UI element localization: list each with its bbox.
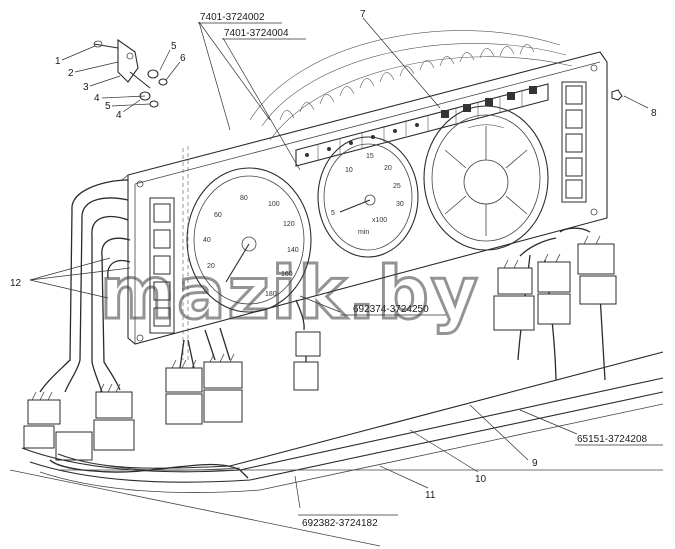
speedo-tick-label: 20 <box>207 263 215 270</box>
tacho-scale-label: x100 <box>372 217 387 224</box>
callout-5: 5 <box>105 101 111 112</box>
speedo-tick-label: 80 <box>240 195 248 202</box>
code-label: 65151-3724208 <box>577 434 648 445</box>
main-harness-trunk <box>9 351 664 547</box>
tacho-unit-label: min <box>358 229 369 236</box>
center-connector-block <box>165 353 243 425</box>
leader-lines <box>29 17 649 509</box>
tacho-tick-label: 15 <box>366 153 374 160</box>
callout-6: 6 <box>180 53 186 64</box>
callout-4: 4 <box>116 110 122 121</box>
instrument-panel <box>121 30 608 345</box>
callout-10: 10 <box>475 474 487 485</box>
callout-5: 5 <box>171 41 177 52</box>
callout-12: 12 <box>10 278 22 289</box>
code-label: 692382-3724182 <box>302 518 378 529</box>
speedo-tick-label: 60 <box>214 212 222 219</box>
callout-7: 7 <box>360 9 366 20</box>
speedo-tick-label: 140 <box>287 247 299 254</box>
tachometer-gauge: 5 10 15 20 25 30 min x100 <box>317 136 419 258</box>
callout-8: 8 <box>651 108 657 119</box>
right-connector-block <box>493 235 617 331</box>
callout-11: 11 <box>425 490 436 501</box>
warning-lamp-strip <box>295 83 549 167</box>
left-switch-column <box>149 197 175 334</box>
mounting-hardware <box>93 38 623 108</box>
callout-4: 4 <box>94 93 100 104</box>
single-connector <box>293 331 321 391</box>
watermark: mazik.by <box>100 251 480 335</box>
tacho-tick-label: 10 <box>345 167 353 174</box>
tacho-tick-label: 25 <box>393 183 401 190</box>
code-label: 7401-3724002 <box>200 12 265 23</box>
tacho-tick-label: 30 <box>396 201 404 208</box>
right-switch-column <box>561 81 587 203</box>
speedo-tick-label: 40 <box>203 237 211 244</box>
combination-gauge <box>423 105 549 251</box>
speedo-tick-label: 180 <box>265 291 277 298</box>
callout-2: 2 <box>68 68 74 79</box>
speedo-tick-label: 120 <box>283 221 295 228</box>
speedo-tick-label: 160 <box>281 271 293 278</box>
speedometer-gauge: 20 40 60 80 100 120 140 160 180 <box>186 167 312 313</box>
left-connector-block <box>23 383 135 461</box>
code-label: 7401-3724004 <box>224 28 289 39</box>
tacho-tick-label: 5 <box>331 210 335 217</box>
speedo-tick-label: 100 <box>268 201 280 208</box>
wiring-harness <box>39 179 606 393</box>
callout-1: 1 <box>55 56 61 67</box>
callout-9: 9 <box>532 458 538 469</box>
callout-3: 3 <box>83 82 89 93</box>
code-label: 692374-3724250 <box>353 304 429 315</box>
tacho-tick-label: 20 <box>384 165 392 172</box>
